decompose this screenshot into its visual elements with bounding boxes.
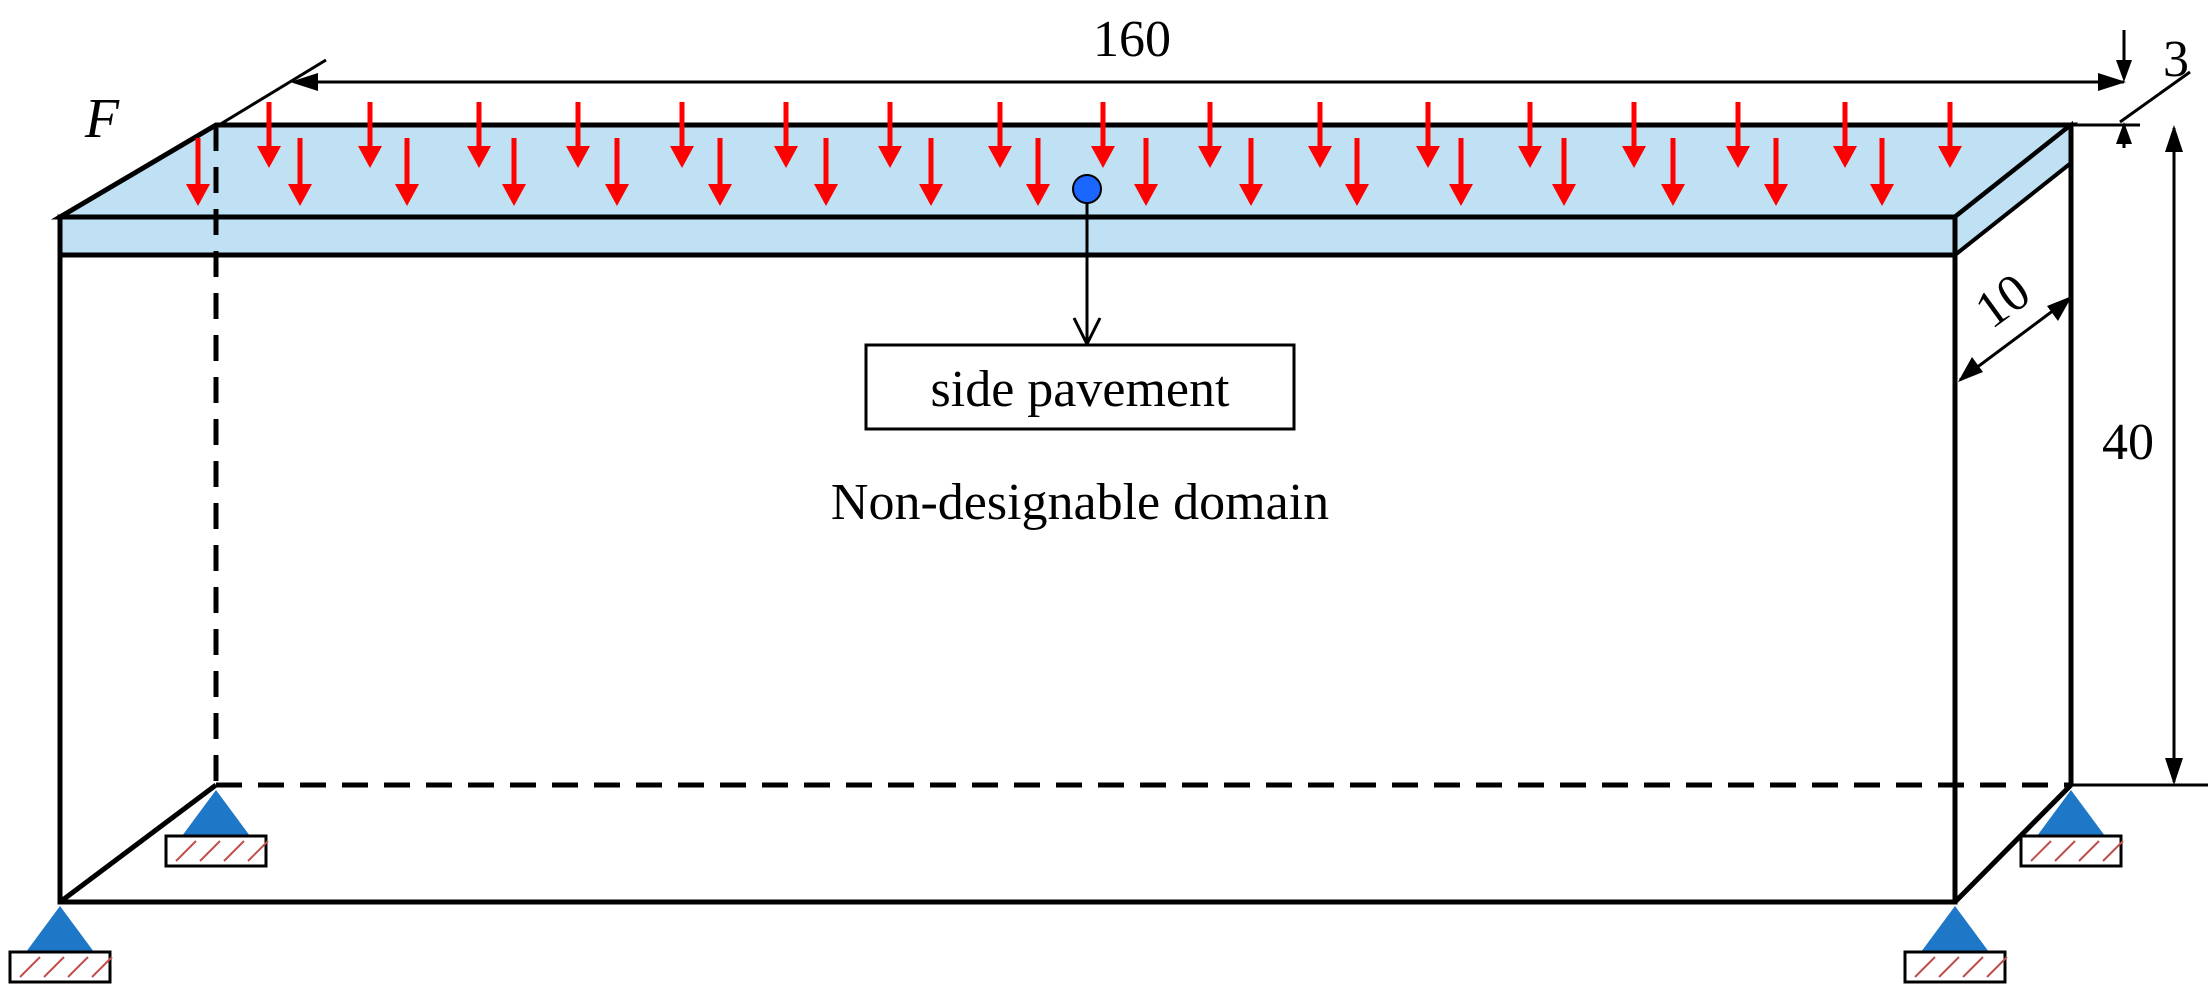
hatched-ground-icon — [2019, 834, 2123, 868]
load-arrow-icon — [1622, 102, 1646, 168]
pin-support — [164, 790, 269, 868]
triangle-support-icon — [182, 790, 250, 836]
supports — [8, 790, 2124, 984]
load-arrow-icon — [502, 138, 526, 206]
hatch-line — [43, 956, 65, 978]
load-arrow-icon — [1449, 138, 1473, 206]
load-arrow-icon — [1091, 102, 1115, 168]
load-arrow-icon — [566, 102, 590, 168]
load-arrow-icon — [878, 102, 902, 168]
hatched-ground-icon — [164, 834, 268, 868]
load-arrow-icon — [1198, 102, 1222, 168]
load-arrow-icon — [774, 102, 798, 168]
load-arrow-icon — [708, 138, 732, 206]
load-arrow-icon — [1026, 138, 1050, 206]
box-outline — [57, 125, 2074, 905]
hatched-ground-icon — [8, 950, 112, 984]
side-pavement-label-box — [864, 343, 1296, 431]
hatch-line — [199, 840, 221, 862]
hatch-line — [67, 956, 89, 978]
hatch-line — [19, 956, 41, 978]
hatch-line — [91, 956, 113, 978]
force-label: F — [84, 88, 120, 150]
load-arrow-icon — [1938, 102, 1962, 168]
pavement-top-face — [50, 122, 2079, 220]
hatch-line — [1962, 956, 1984, 978]
thickness-dimension — [2071, 30, 2191, 148]
load-arrow-icon — [1518, 102, 1542, 168]
load-arrow-icon — [186, 138, 210, 206]
load-arrow-icon — [395, 138, 419, 206]
load-arrow-icon — [1345, 138, 1369, 206]
triangle-support-icon — [26, 906, 94, 952]
load-arrow-icon — [288, 138, 312, 206]
distributed-load — [186, 102, 1962, 206]
pavement-front-strip — [57, 214, 1958, 258]
triangle-support-icon — [2037, 790, 2105, 836]
load-arrow-icon — [605, 138, 629, 206]
pin-support — [2019, 790, 2124, 868]
load-arrow-icon — [670, 102, 694, 168]
load-arrow-icon — [919, 138, 943, 206]
load-arrow-icon — [1552, 138, 1576, 206]
domain-label: Non-designable domain — [831, 474, 1329, 531]
load-arrow-icon — [1134, 138, 1158, 206]
load-arrow-icon — [1416, 102, 1440, 168]
hatch-line — [2030, 840, 2052, 862]
load-arrow-icon — [814, 138, 838, 206]
hatch-line — [247, 840, 269, 862]
load-arrow-icon — [1239, 138, 1263, 206]
pavement-marker-point — [1072, 174, 1102, 204]
hatch-line — [2078, 840, 2100, 862]
pin-support — [8, 906, 113, 984]
hatch-line — [1986, 956, 2008, 978]
height-dimension — [2071, 125, 2208, 787]
load-arrow-icon — [257, 102, 281, 168]
height-label: 40 — [2102, 414, 2154, 471]
load-arrow-icon — [988, 102, 1012, 168]
hatch-line — [175, 840, 197, 862]
load-arrow-icon — [1870, 138, 1894, 206]
thickness-label: 3 — [2163, 31, 2189, 88]
hatch-line — [1938, 956, 1960, 978]
load-arrow-icon — [1308, 102, 1332, 168]
hatch-line — [2054, 840, 2076, 862]
pin-support — [1903, 906, 2008, 984]
load-arrow-icon — [1661, 138, 1685, 206]
load-arrow-icon — [1764, 138, 1788, 206]
hatch-line — [2102, 840, 2124, 862]
width-dimension — [1958, 296, 2072, 382]
triangle-support-icon — [1921, 906, 1989, 952]
length-dimension — [213, 58, 2126, 130]
load-arrow-icon — [1726, 102, 1750, 168]
side-pavement-label: side pavement — [931, 361, 1230, 418]
load-arrow-icon — [358, 102, 382, 168]
load-arrow-icon — [1833, 102, 1857, 168]
hatched-ground-icon — [1903, 950, 2007, 984]
load-arrow-icon — [467, 102, 491, 168]
hatch-line — [223, 840, 245, 862]
length-label: 160 — [1093, 11, 1171, 68]
hatch-line — [1914, 956, 1936, 978]
